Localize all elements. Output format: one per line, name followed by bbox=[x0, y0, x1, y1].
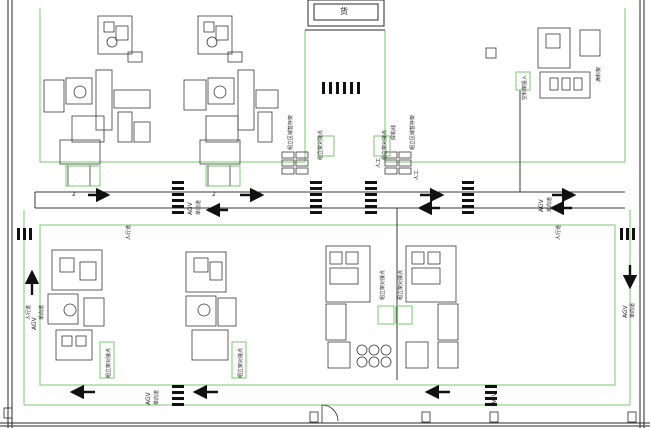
machine-cluster-upper-left-a bbox=[43, 15, 151, 186]
crosswalks bbox=[17, 82, 635, 406]
manual-loading-label-2: 人工 bbox=[414, 170, 420, 180]
loading-point-box-right bbox=[515, 71, 531, 91]
loading-point-label-1: 组立架对接点 bbox=[317, 130, 324, 160]
bottom-markers bbox=[3, 407, 637, 423]
direction-arrows bbox=[24, 187, 638, 400]
right-walkway-label: 人行道 bbox=[555, 225, 562, 240]
loading-point-box-top-2 bbox=[373, 135, 391, 157]
loading-point-label-5: 组立架对接点 bbox=[379, 270, 386, 300]
agv-main-lane-label: AGV bbox=[187, 201, 194, 215]
loading-point-label-4: 组立架对接点 bbox=[237, 348, 244, 378]
operator-station-a bbox=[65, 165, 101, 187]
crosswalk-top-gate bbox=[322, 82, 360, 94]
crosswalk-4 bbox=[462, 181, 474, 214]
left-walkway-label: 人行道 bbox=[25, 305, 32, 320]
agv-main-lane-sublabel: 单向道 bbox=[195, 200, 202, 215]
crosswalk-3 bbox=[365, 181, 377, 214]
buffer-racks-upper bbox=[281, 151, 412, 175]
machine-cluster-lower-center bbox=[325, 245, 459, 369]
agv-main-lane-sublabel-2: 单向道 bbox=[546, 197, 553, 212]
machine-upper-right bbox=[485, 27, 601, 99]
loading-point-label-2: 组立架对接点 bbox=[381, 130, 388, 160]
operator-station-b bbox=[205, 165, 241, 187]
loading-point-box-top-1 bbox=[317, 135, 335, 157]
agv-main-lane bbox=[34, 90, 625, 380]
machine-cluster-upper-left-b bbox=[183, 15, 279, 186]
crosswalk-bottom-1 bbox=[172, 385, 184, 406]
agv-main-lane-label-2: AGV bbox=[538, 198, 545, 212]
weld-label: 焊机线 bbox=[390, 125, 397, 140]
zone-boundaries bbox=[23, 8, 631, 406]
agv-bottom-lane-sublabel: 单向道 bbox=[153, 390, 160, 405]
bottom-door bbox=[321, 404, 339, 423]
agv-right-lane-sublabel: 单向道 bbox=[629, 303, 636, 318]
marker-label-2: 2 bbox=[212, 191, 216, 198]
crosswalk-1 bbox=[172, 181, 184, 214]
crosswalk-bottom-2 bbox=[485, 385, 497, 406]
top-gate bbox=[305, 0, 385, 31]
top-gate-label: 货 bbox=[340, 6, 348, 16]
right-top-label-2: 满料架 bbox=[595, 67, 602, 82]
loading-point-box-center-1 bbox=[377, 305, 395, 325]
buffer-zone-label-1: 组立区域暂存架 bbox=[287, 115, 294, 150]
mid-walkway-label: 人行道 bbox=[125, 225, 132, 240]
agv-bottom-lane-label: AGV bbox=[145, 391, 152, 405]
labels: AGV 单向道 AGV 单向道 AGV 单向道 AGV AGV 单向道 AGV … bbox=[25, 67, 636, 405]
agv-right-lane-label: AGV bbox=[622, 304, 629, 318]
agv-bottom-lane-label-2: AGV bbox=[491, 391, 498, 405]
agv-left-lane-sublabel: 单向道 bbox=[38, 305, 45, 320]
right-top-label: 空料架投入 bbox=[521, 75, 528, 100]
loading-point-label-6: 组立架对接点 bbox=[397, 270, 404, 300]
machine-cluster-lower-left-c bbox=[47, 249, 105, 361]
machine-cluster-lower-left-d bbox=[185, 251, 237, 361]
agv-left-lane-label: AGV bbox=[31, 316, 38, 330]
loading-point-box-lower-2 bbox=[231, 341, 247, 379]
crosswalk-right-wall bbox=[620, 228, 635, 240]
loading-point-box-center-2 bbox=[395, 305, 413, 325]
loading-point-box-lower-1 bbox=[99, 341, 115, 379]
manual-loading-label-1: 人工 bbox=[376, 158, 382, 168]
marker-label-1: 2 bbox=[72, 191, 76, 198]
loading-point-label-3: 组立架对接点 bbox=[105, 348, 112, 378]
crosswalk-left-wall bbox=[17, 228, 32, 240]
buffer-zone-label-2: 组立区域暂存架 bbox=[409, 115, 416, 150]
crosswalk-2 bbox=[310, 181, 322, 214]
